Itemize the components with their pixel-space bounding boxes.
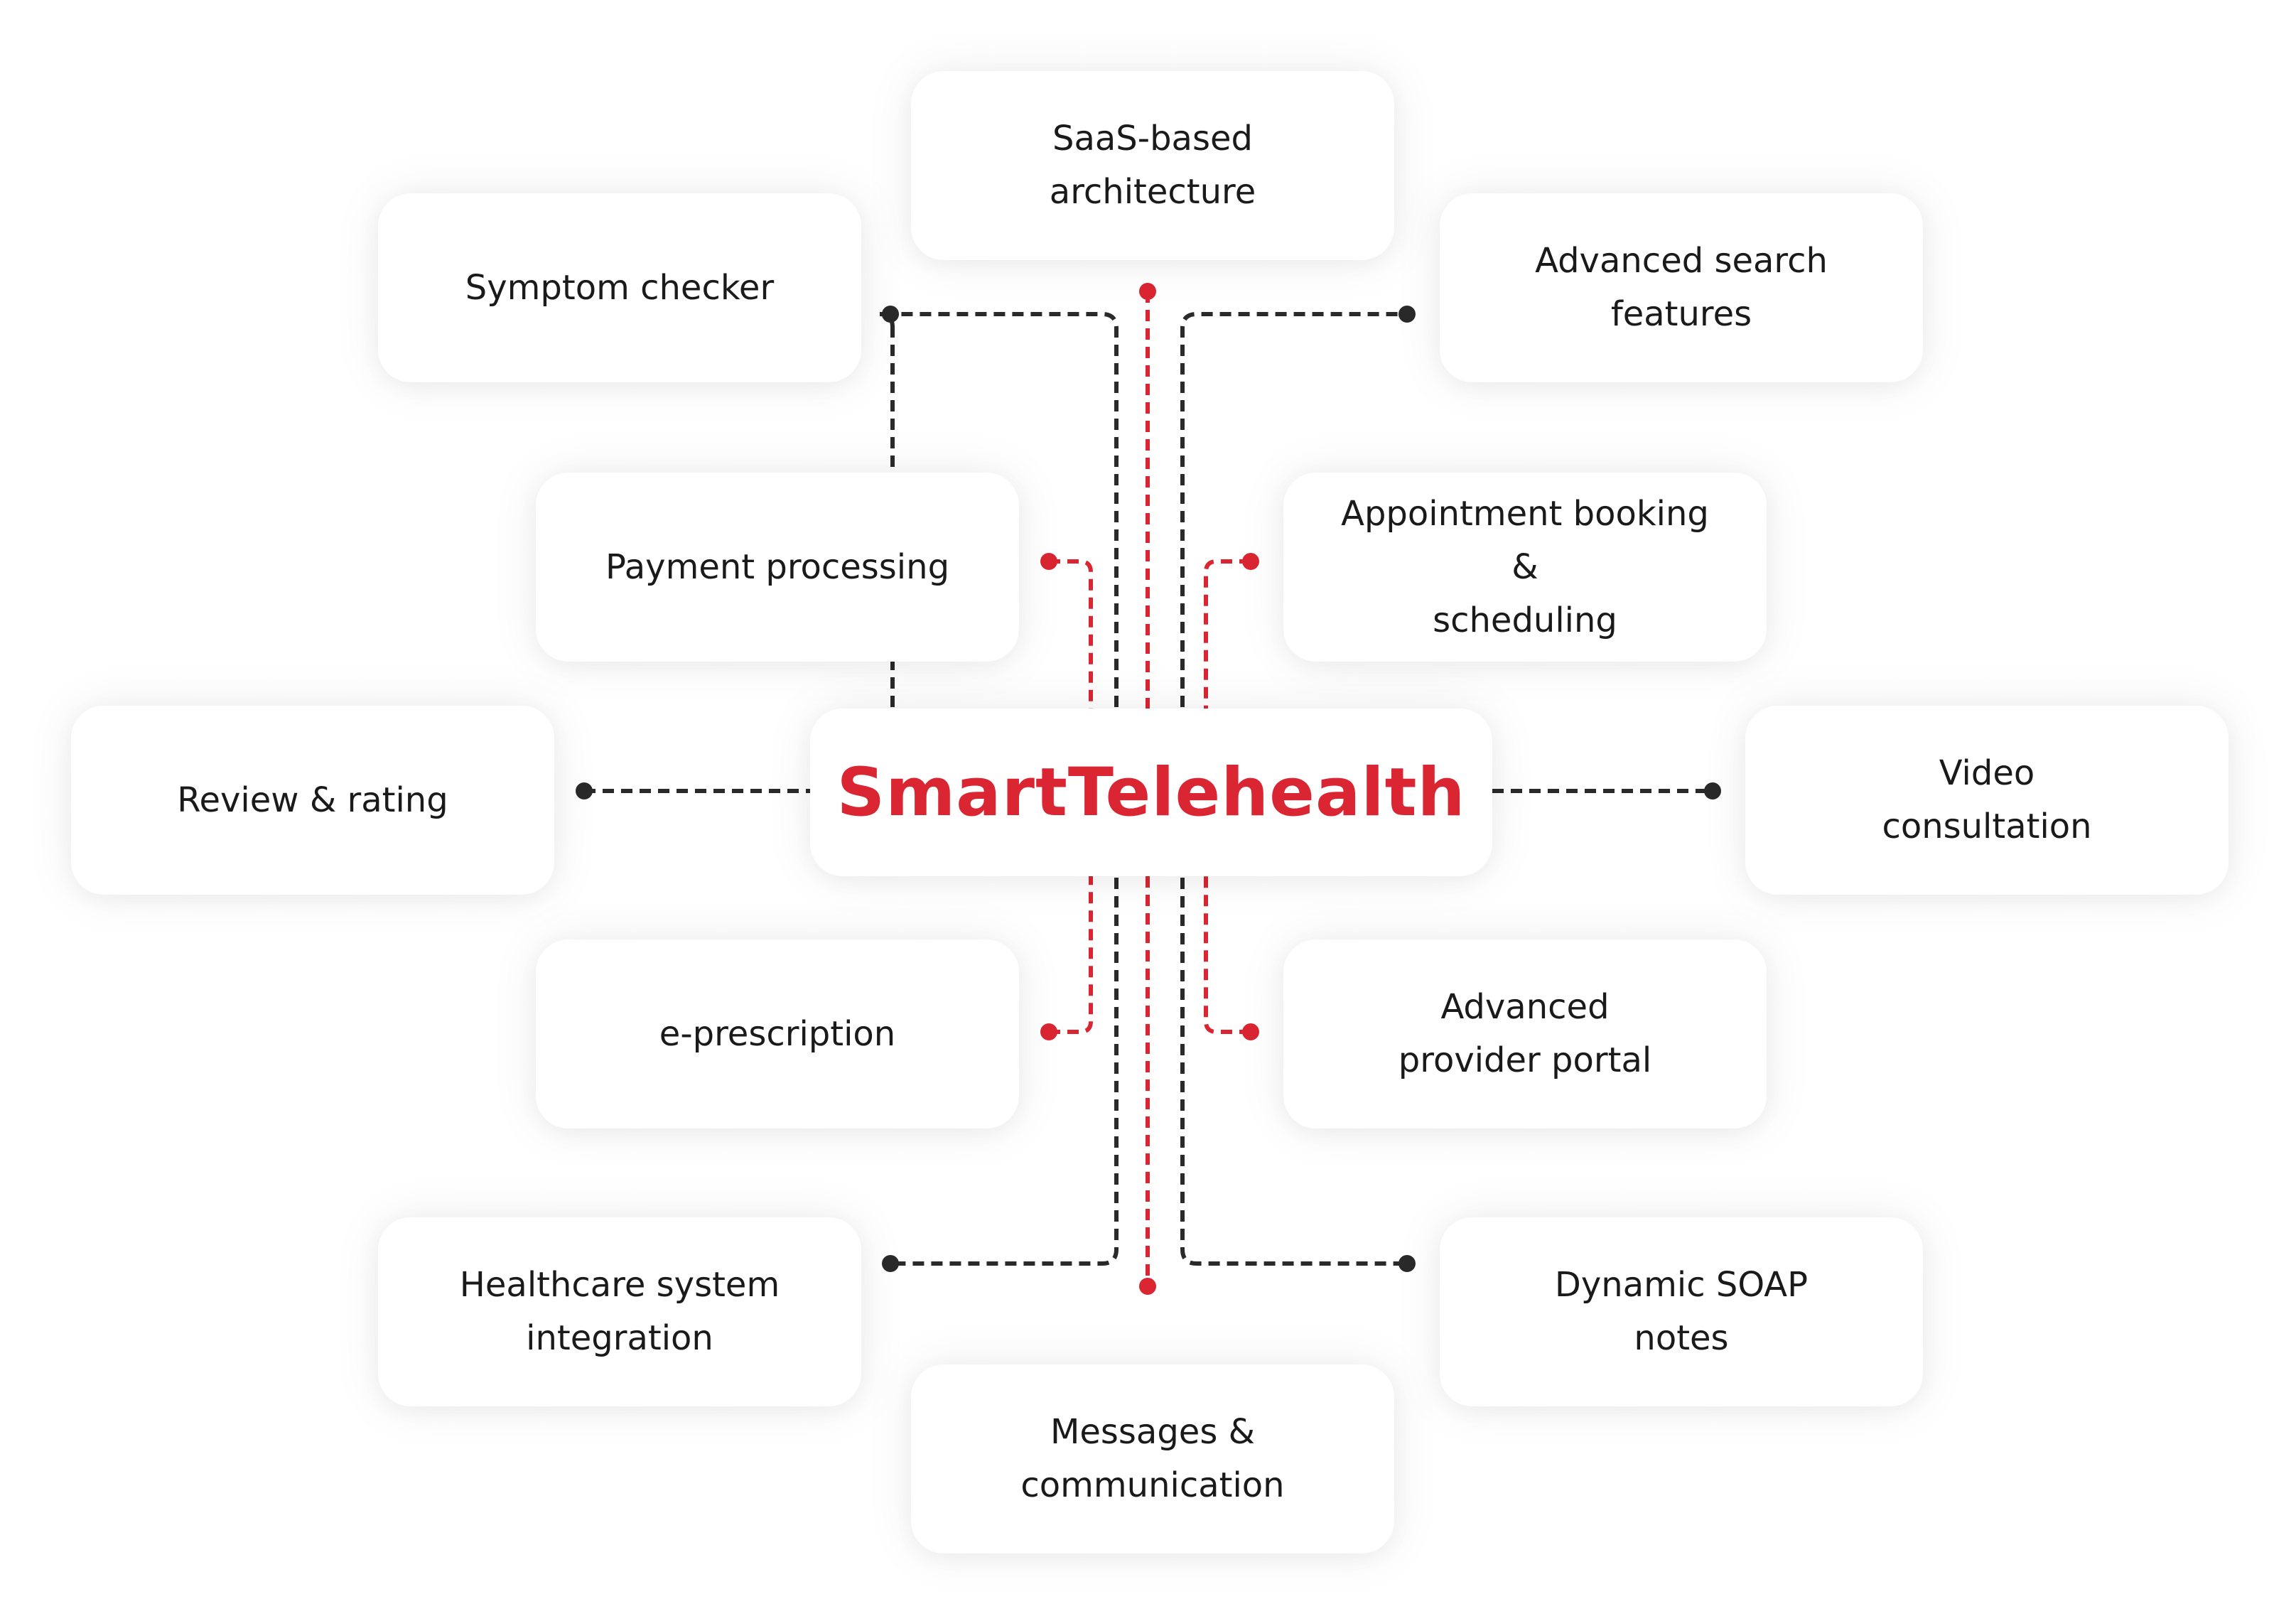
node-dot-saas — [1139, 283, 1156, 300]
connector-eprescription — [1049, 876, 1093, 1034]
connector-appointment — [1204, 559, 1251, 709]
connector-healthcare — [890, 878, 1119, 1266]
feature-card-appointment-booking: Appointment booking &scheduling — [1283, 473, 1767, 662]
node-dot-healthcare — [882, 1255, 899, 1272]
node-dot-video — [1704, 782, 1721, 799]
hub-title: SmartTelehealth — [836, 753, 1466, 831]
node-dot-portal — [1242, 1023, 1259, 1040]
connector-symptom-branch — [890, 312, 1119, 707]
node-dot-search — [1398, 306, 1416, 323]
node-dot-payment — [1040, 553, 1057, 570]
feature-label-messages: Messages &communication — [1020, 1412, 1285, 1505]
feature-label-e-prescription: e-prescription — [659, 1013, 896, 1054]
feature-label-symptom-checker: Symptom checker — [465, 267, 775, 308]
center-hub-card: SmartTelehealth — [810, 709, 1492, 876]
node-dot-appointment — [1242, 553, 1259, 570]
feature-card-symptom-checker: Symptom checker — [378, 193, 861, 382]
feature-label-payment-processing: Payment processing — [605, 546, 950, 587]
feature-card-e-prescription: e-prescription — [536, 939, 1019, 1129]
feature-label-review-rating: Review & rating — [177, 780, 448, 820]
feature-card-payment-processing: Payment processing — [536, 473, 1019, 662]
feature-card-review-rating: Review & rating — [71, 706, 554, 895]
feature-card-messages: Messages &communication — [911, 1364, 1394, 1553]
node-dot-messages — [1139, 1278, 1156, 1295]
node-dot-eprescription — [1040, 1023, 1057, 1040]
node-dot-soap — [1398, 1255, 1416, 1272]
node-dot-review — [576, 782, 593, 799]
node-dot-symptom — [882, 306, 899, 323]
connector-search — [1180, 312, 1407, 707]
feature-label-appointment-booking: Appointment booking &scheduling — [1341, 493, 1709, 640]
connector-soap — [1180, 878, 1407, 1266]
connector-portal — [1204, 876, 1251, 1034]
connector-payment — [1049, 559, 1093, 709]
